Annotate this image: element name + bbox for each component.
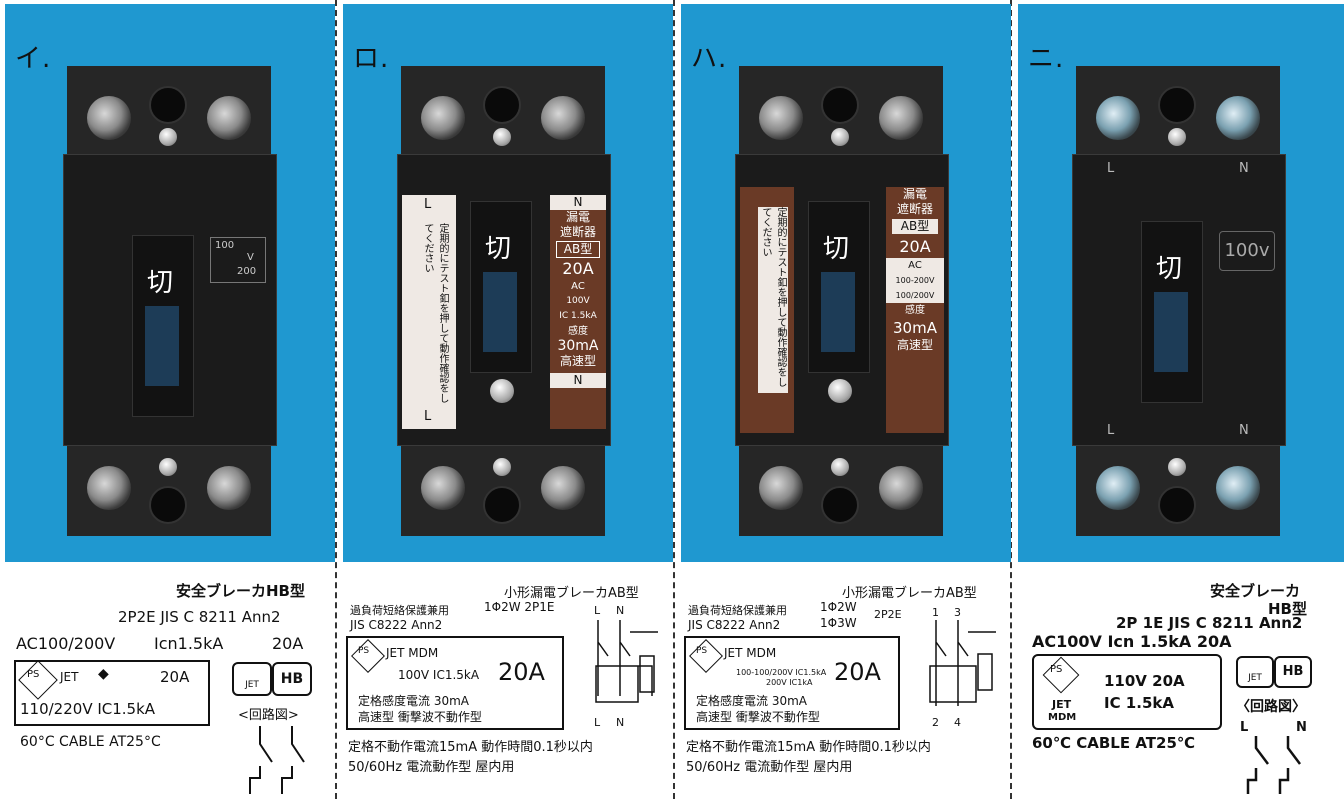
hb-logo: HB (1274, 656, 1312, 688)
rating-box: 100 V 200 (210, 237, 266, 283)
screw-icon (1216, 96, 1260, 140)
screw-icon (421, 96, 465, 140)
breaker-ni: L N 切 100v L N (1072, 66, 1286, 536)
switch-lever[interactable]: 切 (470, 201, 532, 373)
hole-icon (821, 486, 859, 524)
switch-lever[interactable]: 切 (132, 235, 194, 417)
ps-box: PS JET MDM 100-100/200V IC1.5kA 200V IC1… (684, 636, 900, 730)
jet-logo: JET (232, 662, 272, 696)
ps-box: PS JET MDM 100V IC1.5kA 20A 定格感度電流 30mA … (346, 636, 564, 730)
knob-icon (1168, 458, 1186, 476)
switch-label: 切 (823, 234, 850, 264)
right-label-strip: N 漏電 遮断器 AB型 20A AC 100V IC 1.5kA 感度 30m… (550, 195, 606, 429)
right-label-strip: 漏電 遮断器 AB型 20A AC 100-200V 100/200V 感度 3… (886, 187, 944, 433)
circuit-diagram (595, 620, 658, 703)
circuit-diagram (249, 726, 305, 794)
spec-line1: 2P2E JIS C 8211 Ann2 (118, 608, 281, 626)
panel-label-ha: ハ. (691, 44, 728, 74)
hole-icon (1158, 86, 1196, 124)
screw-icon (1216, 466, 1260, 510)
knob-icon (493, 458, 511, 476)
ps-icon (1042, 656, 1080, 694)
switch-label: 切 (1156, 254, 1183, 284)
ps-icon (689, 639, 723, 673)
ps-icon (18, 660, 58, 700)
ps-icon (351, 639, 385, 673)
circuit-label: <回路図> (238, 708, 299, 723)
breaker-ha: 定期的にテスト釦を押して動作確認をしてください 切 漏電 遮断器 AB型 20A… (735, 66, 949, 536)
switch-label: 切 (485, 234, 512, 264)
panel-label-ni: ニ. (1028, 44, 1065, 74)
breaker-i: 切 100 V 200 (63, 66, 277, 536)
knob-icon (159, 458, 177, 476)
breaker-ro: L 定期的にテスト釦を押して動作確認をしてください L 切 N 漏電 遮断器 A… (397, 66, 611, 536)
knob-icon (831, 458, 849, 476)
circuit-label: 〈回路図〉 (1236, 699, 1306, 715)
screw-icon (87, 466, 131, 510)
test-button[interactable] (490, 379, 514, 403)
screw-icon (87, 96, 131, 140)
hole-icon (149, 86, 187, 124)
hole-icon (149, 486, 187, 524)
knob-icon (1168, 128, 1186, 146)
photo-panel-ro: ロ. L 定期的にテスト釦を押して動作確認をしてください L 切 N 漏電 遮断… (343, 4, 673, 562)
spec-bottom: 60°C CABLE AT25°C (20, 734, 161, 750)
separator-3 (1010, 0, 1012, 799)
circuit-diagram (1246, 736, 1301, 794)
switch-label: 切 (147, 268, 174, 298)
circuit-diagram (929, 620, 996, 706)
screw-icon (1096, 466, 1140, 510)
hb-logo: HB (272, 662, 312, 696)
screw-icon (1096, 96, 1140, 140)
left-label-strip: 定期的にテスト釦を押して動作確認をしてください (740, 187, 794, 433)
screw-icon (207, 96, 251, 140)
switch-lever[interactable]: 切 (808, 201, 870, 373)
separator-1 (335, 0, 337, 799)
hole-icon (483, 86, 521, 124)
screw-icon (759, 96, 803, 140)
knob-icon (831, 128, 849, 146)
left-label-strip: L 定期的にテスト釦を押して動作確認をしてください L (402, 195, 456, 429)
panel-label-ro: ロ. (353, 44, 390, 74)
photo-panel-i: イ. 切 100 V 200 (5, 4, 335, 562)
screw-icon (541, 466, 585, 510)
screw-icon (879, 96, 923, 140)
jet-logo: JET (1236, 656, 1274, 688)
knob-icon (159, 128, 177, 146)
spec-title: 安全ブレーカHB型 (176, 582, 305, 600)
hole-icon (1158, 486, 1196, 524)
separator-2 (673, 0, 675, 799)
screw-icon (207, 466, 251, 510)
screw-icon (759, 466, 803, 510)
knob-icon (493, 128, 511, 146)
test-button[interactable] (828, 379, 852, 403)
switch-lever[interactable]: 切 (1141, 221, 1203, 403)
screw-icon (879, 466, 923, 510)
screw-icon (421, 466, 465, 510)
ps-box: PS 110V 20A IC 1.5kA JET MDM (1032, 654, 1222, 730)
screw-icon (541, 96, 585, 140)
rating-box: 100v (1219, 231, 1275, 271)
photo-panel-ni: ニ. L N 切 100v L N (1018, 4, 1344, 562)
panel-label-i: イ. (15, 44, 52, 74)
hole-icon (483, 486, 521, 524)
photo-panel-ha: ハ. 定期的にテスト釦を押して動作確認をしてください 切 漏電 遮断器 AB型 … (681, 4, 1011, 562)
diamond-icon: ◆ (98, 666, 109, 682)
hole-icon (821, 86, 859, 124)
ps-box: PS JET ◆ 20A 110/220V IC1.5kA (14, 660, 210, 726)
